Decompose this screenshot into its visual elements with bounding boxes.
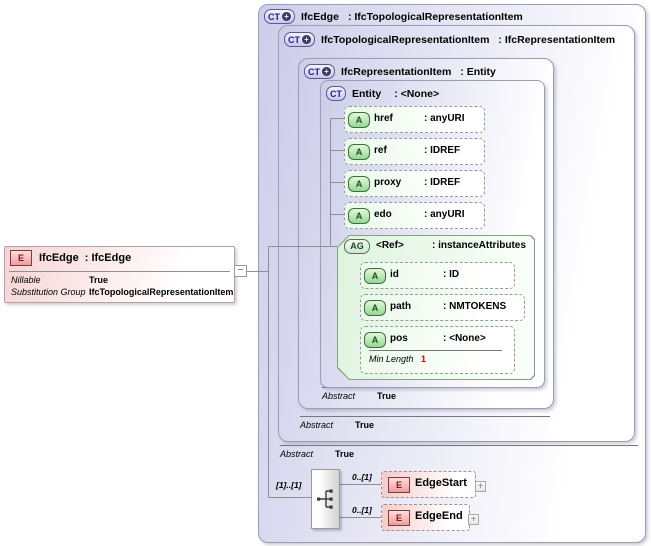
element-icon: E xyxy=(388,477,410,493)
cardinality-label-edgeend: 0..[1] xyxy=(352,505,372,515)
attribute-ref[interactable]: A ref : IDREF xyxy=(344,138,485,165)
abstract-row: Abstract True xyxy=(280,445,638,459)
type-base: : Entity xyxy=(460,65,496,78)
facet-label: Min Length xyxy=(369,354,414,364)
attribute-icon: A xyxy=(348,144,370,160)
element-edgestart[interactable]: E EdgeStart xyxy=(381,471,476,498)
attribute-name: path xyxy=(390,301,412,312)
property-label: Substitution Group xyxy=(11,287,86,297)
complex-type-icon: CT+ xyxy=(284,32,315,47)
type-header-ifcedge: CT+ IfcEdge : IfcTopologicalRepresentati… xyxy=(264,9,523,24)
compositor-box[interactable] xyxy=(311,469,340,529)
abstract-row: Abstract True xyxy=(322,387,528,401)
attribute-icon: A xyxy=(364,268,386,284)
attribute-name: href xyxy=(374,113,393,124)
attribute-path[interactable]: A path : NMTOKENS xyxy=(360,294,525,321)
type-base: : <None> xyxy=(394,87,440,100)
abstract-value: True xyxy=(377,391,397,401)
attribute-group-name: <Ref> xyxy=(376,240,404,251)
attribute-icon: A xyxy=(364,300,386,316)
attribute-group-icon: AG xyxy=(344,239,370,254)
abstract-row: Abstract True xyxy=(300,416,550,430)
element-name: EdgeEnd xyxy=(415,510,463,522)
expand-icon[interactable]: + xyxy=(468,514,479,525)
type-header: CT Entity : <None> xyxy=(326,86,439,101)
type-base: : IfcRepresentationItem xyxy=(498,33,616,46)
property-value: True xyxy=(89,275,109,285)
attribute-name: id xyxy=(390,269,399,280)
facet-separator xyxy=(369,350,502,351)
complex-type-icon: CT xyxy=(326,86,346,101)
complex-type-icon: CT+ xyxy=(264,9,295,24)
attribute-type: : NMTOKENS xyxy=(443,301,507,312)
attribute-icon: A xyxy=(348,112,370,128)
attribute-pos[interactable]: A pos : <None> Min Length 1 xyxy=(360,326,515,374)
element-name: EdgeStart xyxy=(415,477,467,489)
derived-plus-icon: + xyxy=(322,67,331,76)
attribute-icon: A xyxy=(348,176,370,192)
abstract-label: Abstract xyxy=(300,420,334,430)
type-header: CT+ IfcTopologicalRepresentationItem : I… xyxy=(284,32,615,47)
attribute-icon: A xyxy=(348,208,370,224)
cardinality-label-edgestart: 0..[1] xyxy=(352,472,372,482)
complex-type-icon: CT+ xyxy=(304,64,335,79)
attribute-type: : anyURI xyxy=(424,209,465,220)
abstract-value: True xyxy=(335,449,355,459)
attribute-type: : IDREF xyxy=(424,145,461,156)
attribute-proxy[interactable]: A proxy : IDREF xyxy=(344,170,485,197)
attribute-group-type: : instanceAttributes xyxy=(432,240,526,251)
element-edgeend[interactable]: E EdgeEnd xyxy=(381,504,470,531)
header-divider xyxy=(9,271,230,272)
type-name: IfcRepresentationItem xyxy=(341,65,452,78)
attribute-href[interactable]: A href : anyURI xyxy=(344,106,485,133)
facet-value: 1 xyxy=(421,354,427,364)
attribute-name: edo xyxy=(374,209,392,220)
attribute-icon: A xyxy=(364,332,386,348)
attribute-type: : <None> xyxy=(443,333,486,344)
type-header: CT+ IfcRepresentationItem : Entity xyxy=(304,64,496,79)
property-label: Nillable xyxy=(11,275,41,285)
type-base: : IfcTopologicalRepresentationItem xyxy=(347,10,523,23)
abstract-value: True xyxy=(355,420,375,430)
type-name: IfcTopologicalRepresentationItem xyxy=(321,33,490,46)
collapse-icon[interactable]: − xyxy=(234,265,247,277)
expand-icon[interactable]: + xyxy=(475,481,486,492)
type-name: Entity xyxy=(352,87,382,100)
attribute-type: : ID xyxy=(443,269,460,280)
global-element-ifcedge[interactable]: E IfcEdge : IfcEdge Nillable True Substi… xyxy=(4,246,235,303)
attribute-name: ref xyxy=(374,145,387,156)
type-name: IfcEdge xyxy=(301,10,339,23)
derived-plus-icon: + xyxy=(282,12,291,21)
attribute-id[interactable]: A id : ID xyxy=(360,262,515,289)
attribute-name: proxy xyxy=(374,177,402,188)
element-icon: E xyxy=(10,250,32,266)
attribute-type: : IDREF xyxy=(424,177,461,188)
element-name: IfcEdge xyxy=(39,252,79,264)
attribute-name: pos xyxy=(390,333,408,344)
parent-cardinality-label: [1]..[1] xyxy=(276,480,302,490)
property-value: IfcTopologicalRepresentationItem xyxy=(89,287,234,297)
compositor-icon xyxy=(317,489,333,509)
abstract-label: Abstract xyxy=(322,391,356,401)
property-row-substitution-group: Substitution Group IfcTopologicalReprese… xyxy=(11,287,233,297)
attribute-type: : anyURI xyxy=(424,113,465,124)
attribute-edo[interactable]: A edo : anyURI xyxy=(344,202,485,229)
abstract-label: Abstract xyxy=(280,449,314,459)
property-row-nillable: Nillable True xyxy=(11,275,108,285)
element-type: : IfcEdge xyxy=(84,252,132,264)
derived-plus-icon: + xyxy=(302,35,311,44)
element-header: E IfcEdge : IfcEdge xyxy=(10,250,131,266)
element-icon: E xyxy=(388,510,410,526)
